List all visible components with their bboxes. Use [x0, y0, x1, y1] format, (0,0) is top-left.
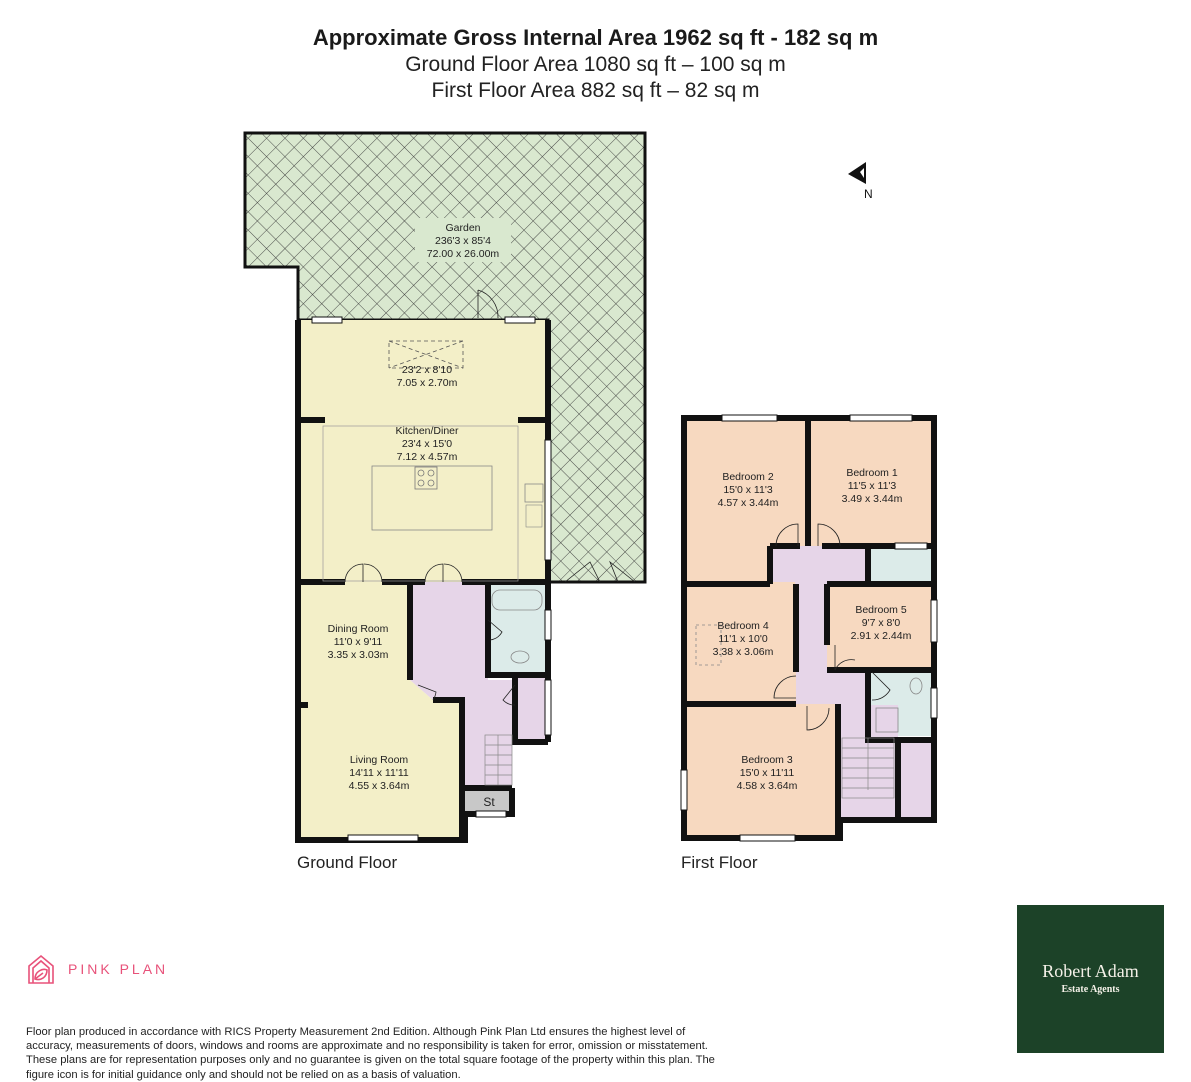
- first-floor-plan: Bedroom 2 15'0 x 11'3 4.57 x 3.44m Bedro…: [680, 414, 938, 842]
- area-header: Approximate Gross Internal Area 1962 sq …: [0, 24, 1191, 104]
- robert-adam-logo: Robert Adam Estate Agents: [1017, 905, 1164, 1053]
- bedroom1-name: Bedroom 1: [846, 467, 898, 479]
- bedroom-5: [827, 584, 934, 670]
- bedroom3-metric: 4.58 x 3.64m: [737, 780, 798, 792]
- kitchen-island: [371, 465, 493, 531]
- bedroom2-metric: 4.57 x 3.44m: [718, 497, 779, 509]
- kitchen-imperial: 23'4 x 15'0: [402, 438, 452, 450]
- north-arrow-icon: N: [848, 162, 873, 201]
- bath-icon: [491, 589, 543, 611]
- kitchen-name: Kitchen/Diner: [395, 425, 459, 437]
- ground-bathroom: [488, 585, 548, 675]
- dining-imperial: 11'0 x 9'11: [334, 636, 383, 648]
- ground-hall: [410, 582, 515, 788]
- ground-floor-label: Ground Floor: [297, 853, 398, 872]
- kitchen-metric: 7.12 x 4.57m: [397, 451, 458, 463]
- living-name: Living Room: [350, 754, 409, 766]
- garden-metric: 72.00 x 26.00m: [427, 248, 500, 260]
- kitchen-diner: [298, 320, 548, 582]
- store-cupboard: [465, 788, 512, 814]
- house-leaf-icon: [28, 954, 54, 984]
- porch: [515, 672, 548, 740]
- living-metric: 4.55 x 3.64m: [349, 780, 410, 792]
- ground-floor-plan: Garden 236'3 x 85'4 72.00 x 26.00m St: [243, 131, 647, 843]
- bedroom3-name: Bedroom 3: [741, 754, 793, 766]
- ground-floor-area: Ground Floor Area 1080 sq ft – 100 sq m: [405, 53, 786, 76]
- north-arrow: N: [846, 160, 886, 204]
- bedroom3-imperial: 15'0 x 11'11: [740, 767, 795, 779]
- landing: [770, 546, 868, 582]
- floor-plan-drawing: Garden 236'3 x 85'4 72.00 x 26.00m St: [243, 131, 938, 843]
- bedroom4-name: Bedroom 4: [717, 620, 769, 632]
- bedroom-3: [684, 704, 838, 836]
- gross-area-title: Approximate Gross Internal Area 1962 sq …: [312, 25, 879, 50]
- hob-icon: [414, 466, 438, 490]
- kitchen-extension-metric: 7.05 x 2.70m: [397, 377, 458, 389]
- dining-living-room: [298, 582, 462, 838]
- dining-name: Dining Room: [328, 623, 389, 635]
- first-floor-area: First Floor Area 882 sq ft – 82 sq m: [431, 79, 760, 102]
- garden-name: Garden: [445, 222, 480, 234]
- first-cupboard: [900, 740, 934, 820]
- ensuite: [870, 546, 934, 582]
- bedroom-4: [684, 584, 796, 704]
- garden-imperial: 236'3 x 85'4: [435, 235, 491, 247]
- pink-plan-logo: PINK PLAN: [26, 953, 168, 985]
- bedroom4-metric: 3.38 x 3.06m: [713, 646, 774, 658]
- kitchen-extension-imperial: 23'2 x 8'10: [402, 364, 452, 376]
- bedroom1-metric: 3.49 x 3.44m: [842, 493, 903, 505]
- bedroom4-imperial: 11'1 x 10'0: [718, 633, 768, 645]
- sink-icon: [524, 483, 544, 503]
- disclaimer-text: Floor plan produced in accordance with R…: [26, 1026, 715, 1081]
- first-floor-label: First Floor: [681, 853, 758, 872]
- bedroom5-metric: 2.91 x 2.44m: [851, 630, 912, 642]
- bedroom1-imperial: 11'5 x 11'3: [848, 480, 897, 492]
- bedroom5-imperial: 9'7 x 8'0: [862, 617, 901, 629]
- agent-subtitle: Estate Agents: [1061, 984, 1120, 995]
- shower-tray-icon: [875, 707, 899, 733]
- toilet-icon: [510, 650, 530, 664]
- pink-plan-name: PINK PLAN: [68, 961, 169, 977]
- bedroom2-name: Bedroom 2: [722, 471, 774, 483]
- toilet-icon-first: [909, 677, 923, 695]
- bedroom2-imperial: 15'0 x 11'3: [723, 484, 773, 496]
- bedroom-1: [808, 418, 934, 546]
- living-imperial: 14'11 x 11'11: [349, 767, 409, 779]
- store-label: St: [483, 795, 495, 809]
- agent-name: Robert Adam: [1042, 961, 1139, 981]
- bedroom5-name: Bedroom 5: [855, 604, 907, 616]
- svg-text:N: N: [864, 187, 873, 201]
- dining-metric: 3.35 x 3.03m: [328, 649, 389, 661]
